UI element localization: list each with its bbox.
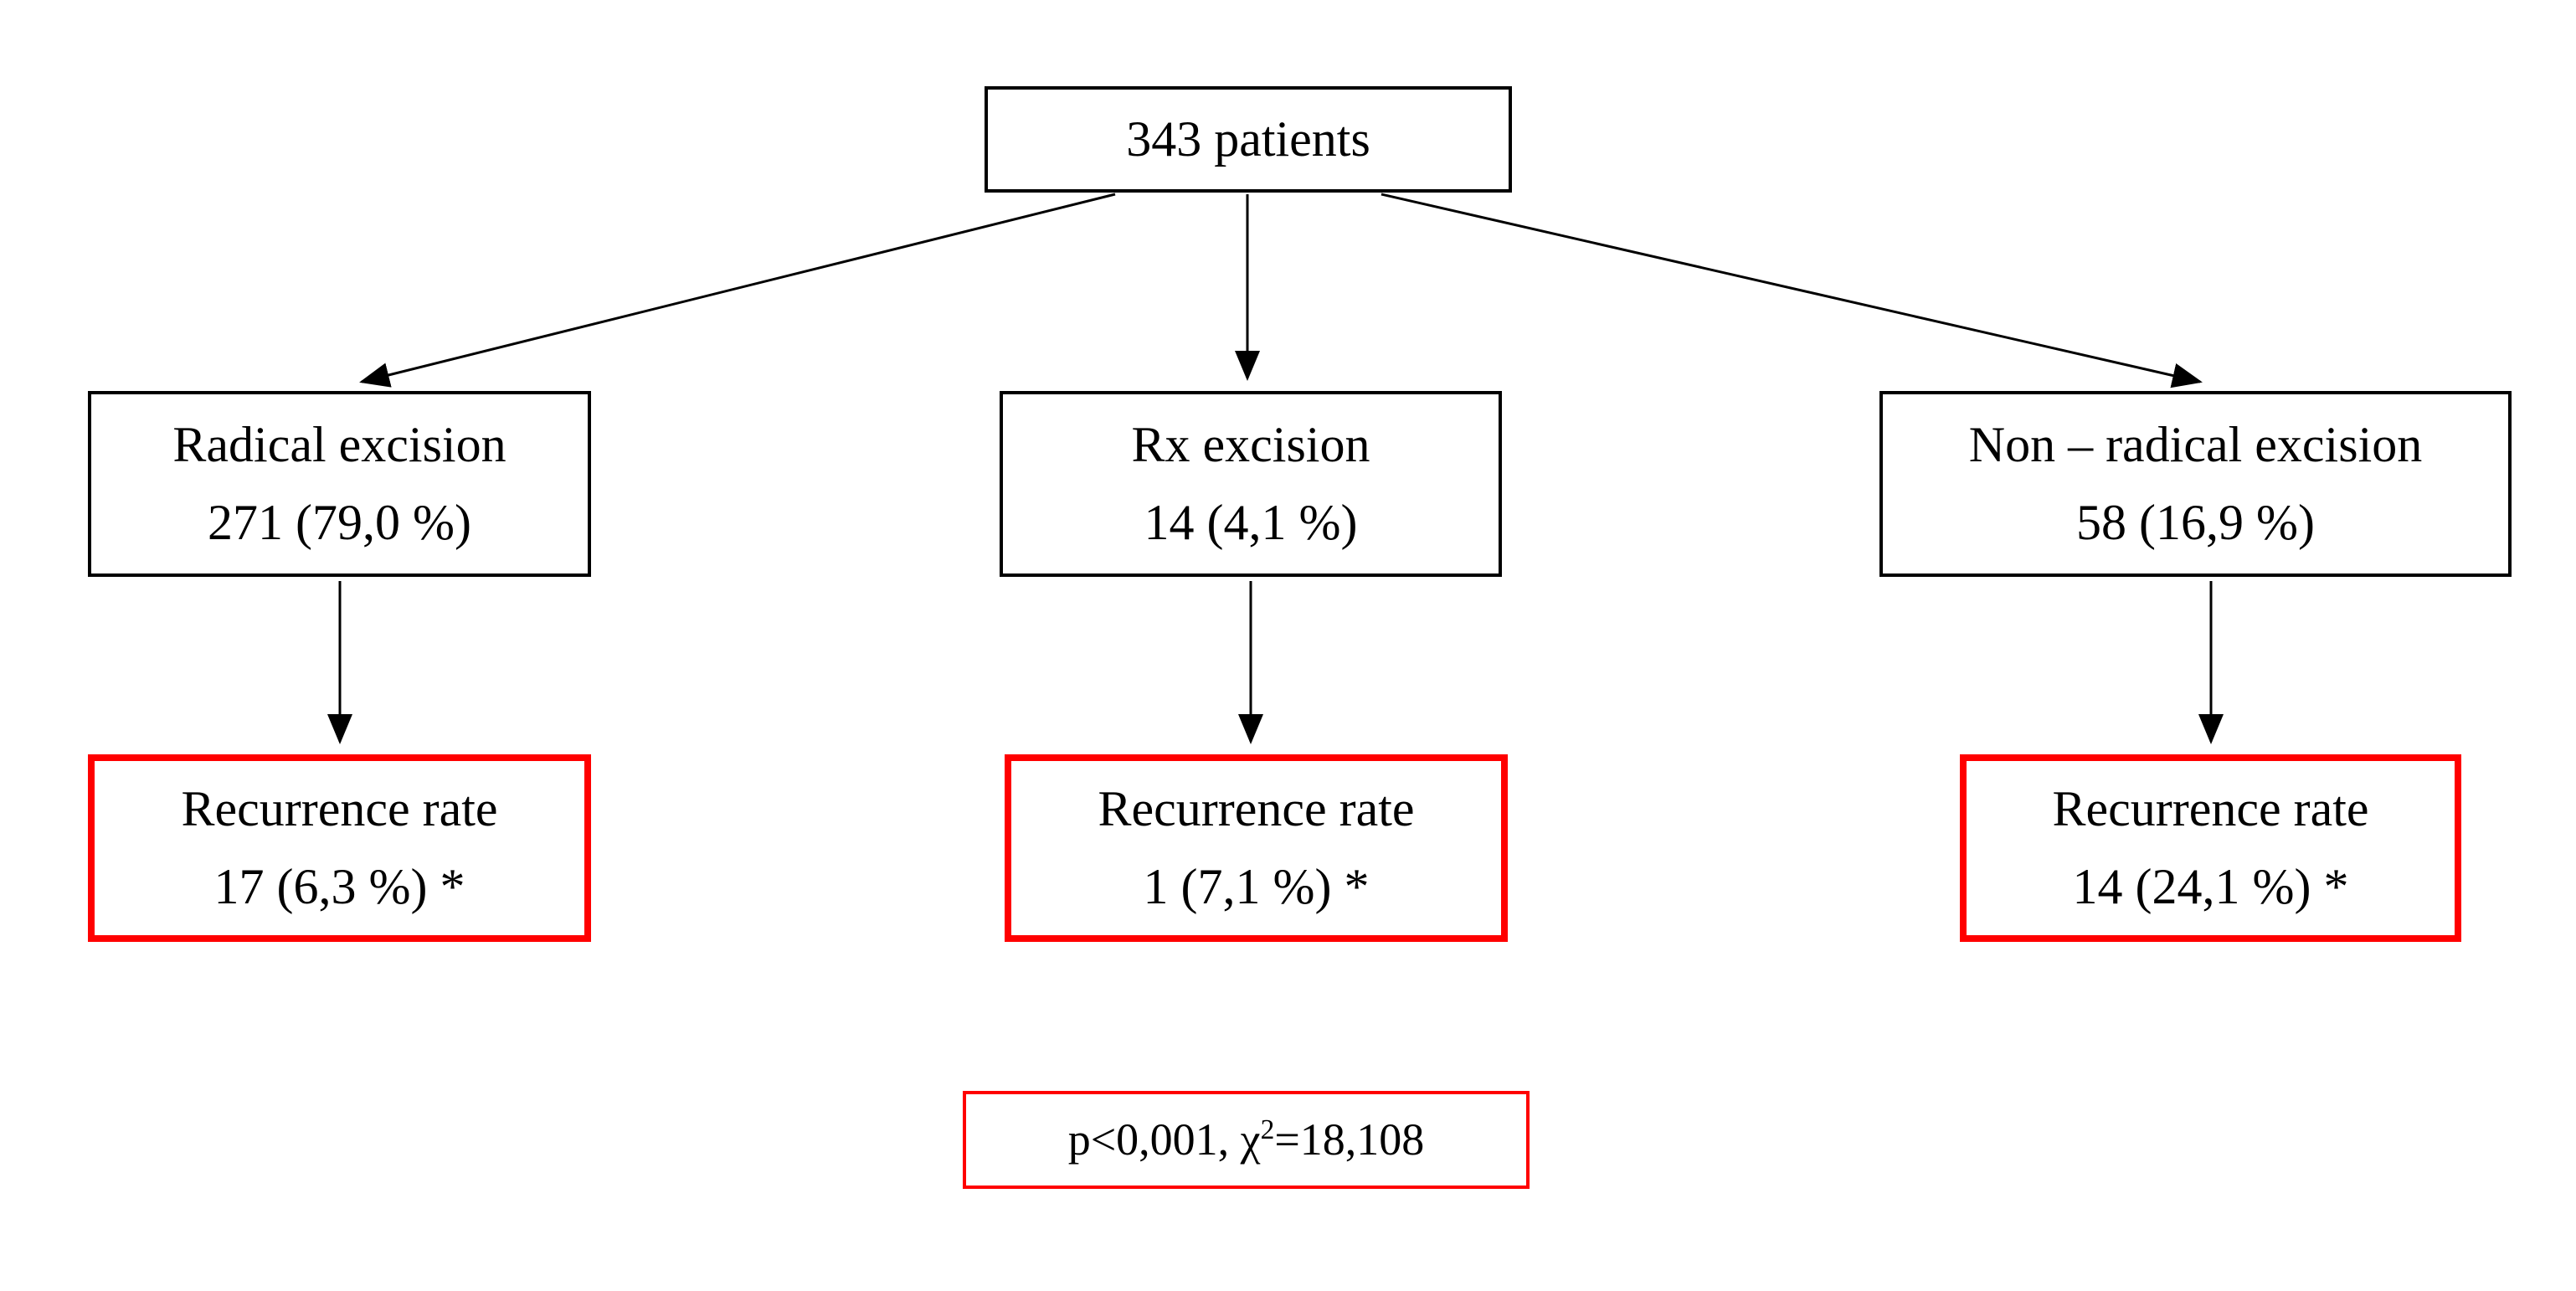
radical-recurrence-value: 17 (6,3 %) * <box>213 859 465 914</box>
stats-text: p<0,001, χ2=18,108 <box>1068 1113 1425 1167</box>
radical-excision-title: Radical excision <box>172 417 506 472</box>
nonradical-recurrence-value: 14 (24,1 %) * <box>2072 859 2349 914</box>
radical-excision-value: 271 (79,0 %) <box>208 495 471 550</box>
radical-excision-box: Radical excision 271 (79,0 %) <box>88 391 591 577</box>
rx-recurrence-value: 1 (7,1 %) * <box>1143 859 1370 914</box>
nonradical-recurrence-title: Recurrence rate <box>2052 781 2369 836</box>
arrow-root-to-radical <box>359 193 1116 388</box>
nonradical-excision-title: Non – radical excision <box>1968 417 2423 472</box>
root-box: 343 patients <box>985 86 1512 193</box>
nonradical-excision-value: 58 (16,9 %) <box>2076 495 2315 550</box>
nonradical-excision-box: Non – radical excision 58 (16,9 %) <box>1879 391 2512 577</box>
radical-recurrence-title: Recurrence rate <box>181 781 498 836</box>
nonradical-recurrence-box: Recurrence rate 14 (24,1 %) * <box>1960 754 2461 942</box>
arrow-root-to-nonradical <box>1381 193 2203 388</box>
stats-chi-exponent: 2 <box>1260 1114 1275 1146</box>
rx-recurrence-title: Recurrence rate <box>1098 781 1415 836</box>
root-box-label: 343 patients <box>1126 111 1370 167</box>
stats-text-prefix: p<0,001, χ <box>1067 1114 1261 1165</box>
rx-excision-value: 14 (4,1 %) <box>1144 495 1358 550</box>
stats-text-suffix: =18,108 <box>1274 1114 1425 1165</box>
rx-excision-title: Rx excision <box>1131 417 1370 472</box>
radical-recurrence-box: Recurrence rate 17 (6,3 %) * <box>88 754 591 942</box>
rx-recurrence-box: Recurrence rate 1 (7,1 %) * <box>1005 754 1508 942</box>
stats-box: p<0,001, χ2=18,108 <box>963 1091 1530 1189</box>
rx-excision-box: Rx excision 14 (4,1 %) <box>1000 391 1502 577</box>
